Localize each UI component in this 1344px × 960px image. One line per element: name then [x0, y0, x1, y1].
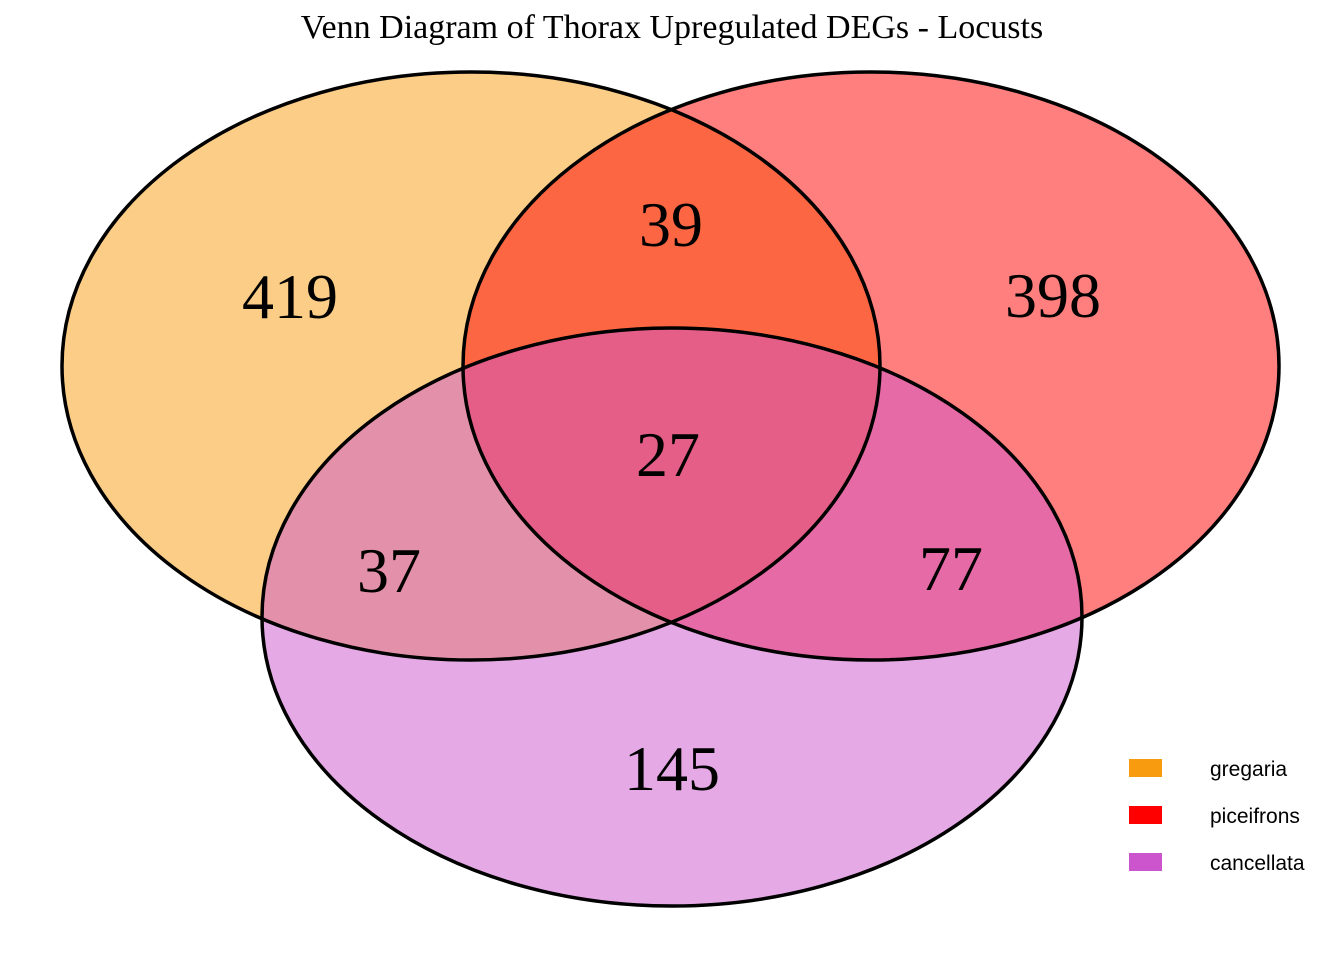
region-count-piceifrons-only: 398 [1005, 260, 1101, 331]
legend-label-piceifrons: piceifrons [1210, 805, 1300, 828]
legend-label-cancellata: cancellata [1210, 852, 1305, 875]
region-count-gregaria-piceifrons: 39 [639, 189, 703, 260]
legend-item-gregaria: gregaria [1129, 758, 1287, 781]
legend-swatch-piceifrons [1129, 806, 1162, 824]
region-count-all-three: 27 [636, 419, 700, 490]
chart-title: Venn Diagram of Thorax Upregulated DEGs … [301, 9, 1043, 46]
legend-item-cancellata: cancellata [1129, 852, 1305, 875]
region-count-gregaria-cancellata: 37 [357, 535, 421, 606]
legend: gregaria piceifrons cancellata [1129, 758, 1305, 875]
venn-outlines [60, 70, 1281, 908]
venn-fills [62, 72, 1279, 906]
piceifrons-ellipse-outline [461, 70, 1281, 662]
region-counts: 419 39 398 27 37 77 145 [242, 189, 1101, 804]
legend-swatch-gregaria [1129, 759, 1162, 777]
legend-swatch-cancellata [1129, 853, 1162, 871]
region-count-gregaria-only: 419 [242, 261, 338, 332]
cancellata-ellipse [262, 328, 1082, 906]
region-count-cancellata-only: 145 [624, 733, 720, 804]
legend-item-piceifrons: piceifrons [1129, 805, 1300, 828]
region-count-piceifrons-cancellata: 77 [919, 533, 983, 604]
legend-label-gregaria: gregaria [1210, 758, 1287, 781]
cancellata-ellipse-outline [260, 326, 1084, 908]
